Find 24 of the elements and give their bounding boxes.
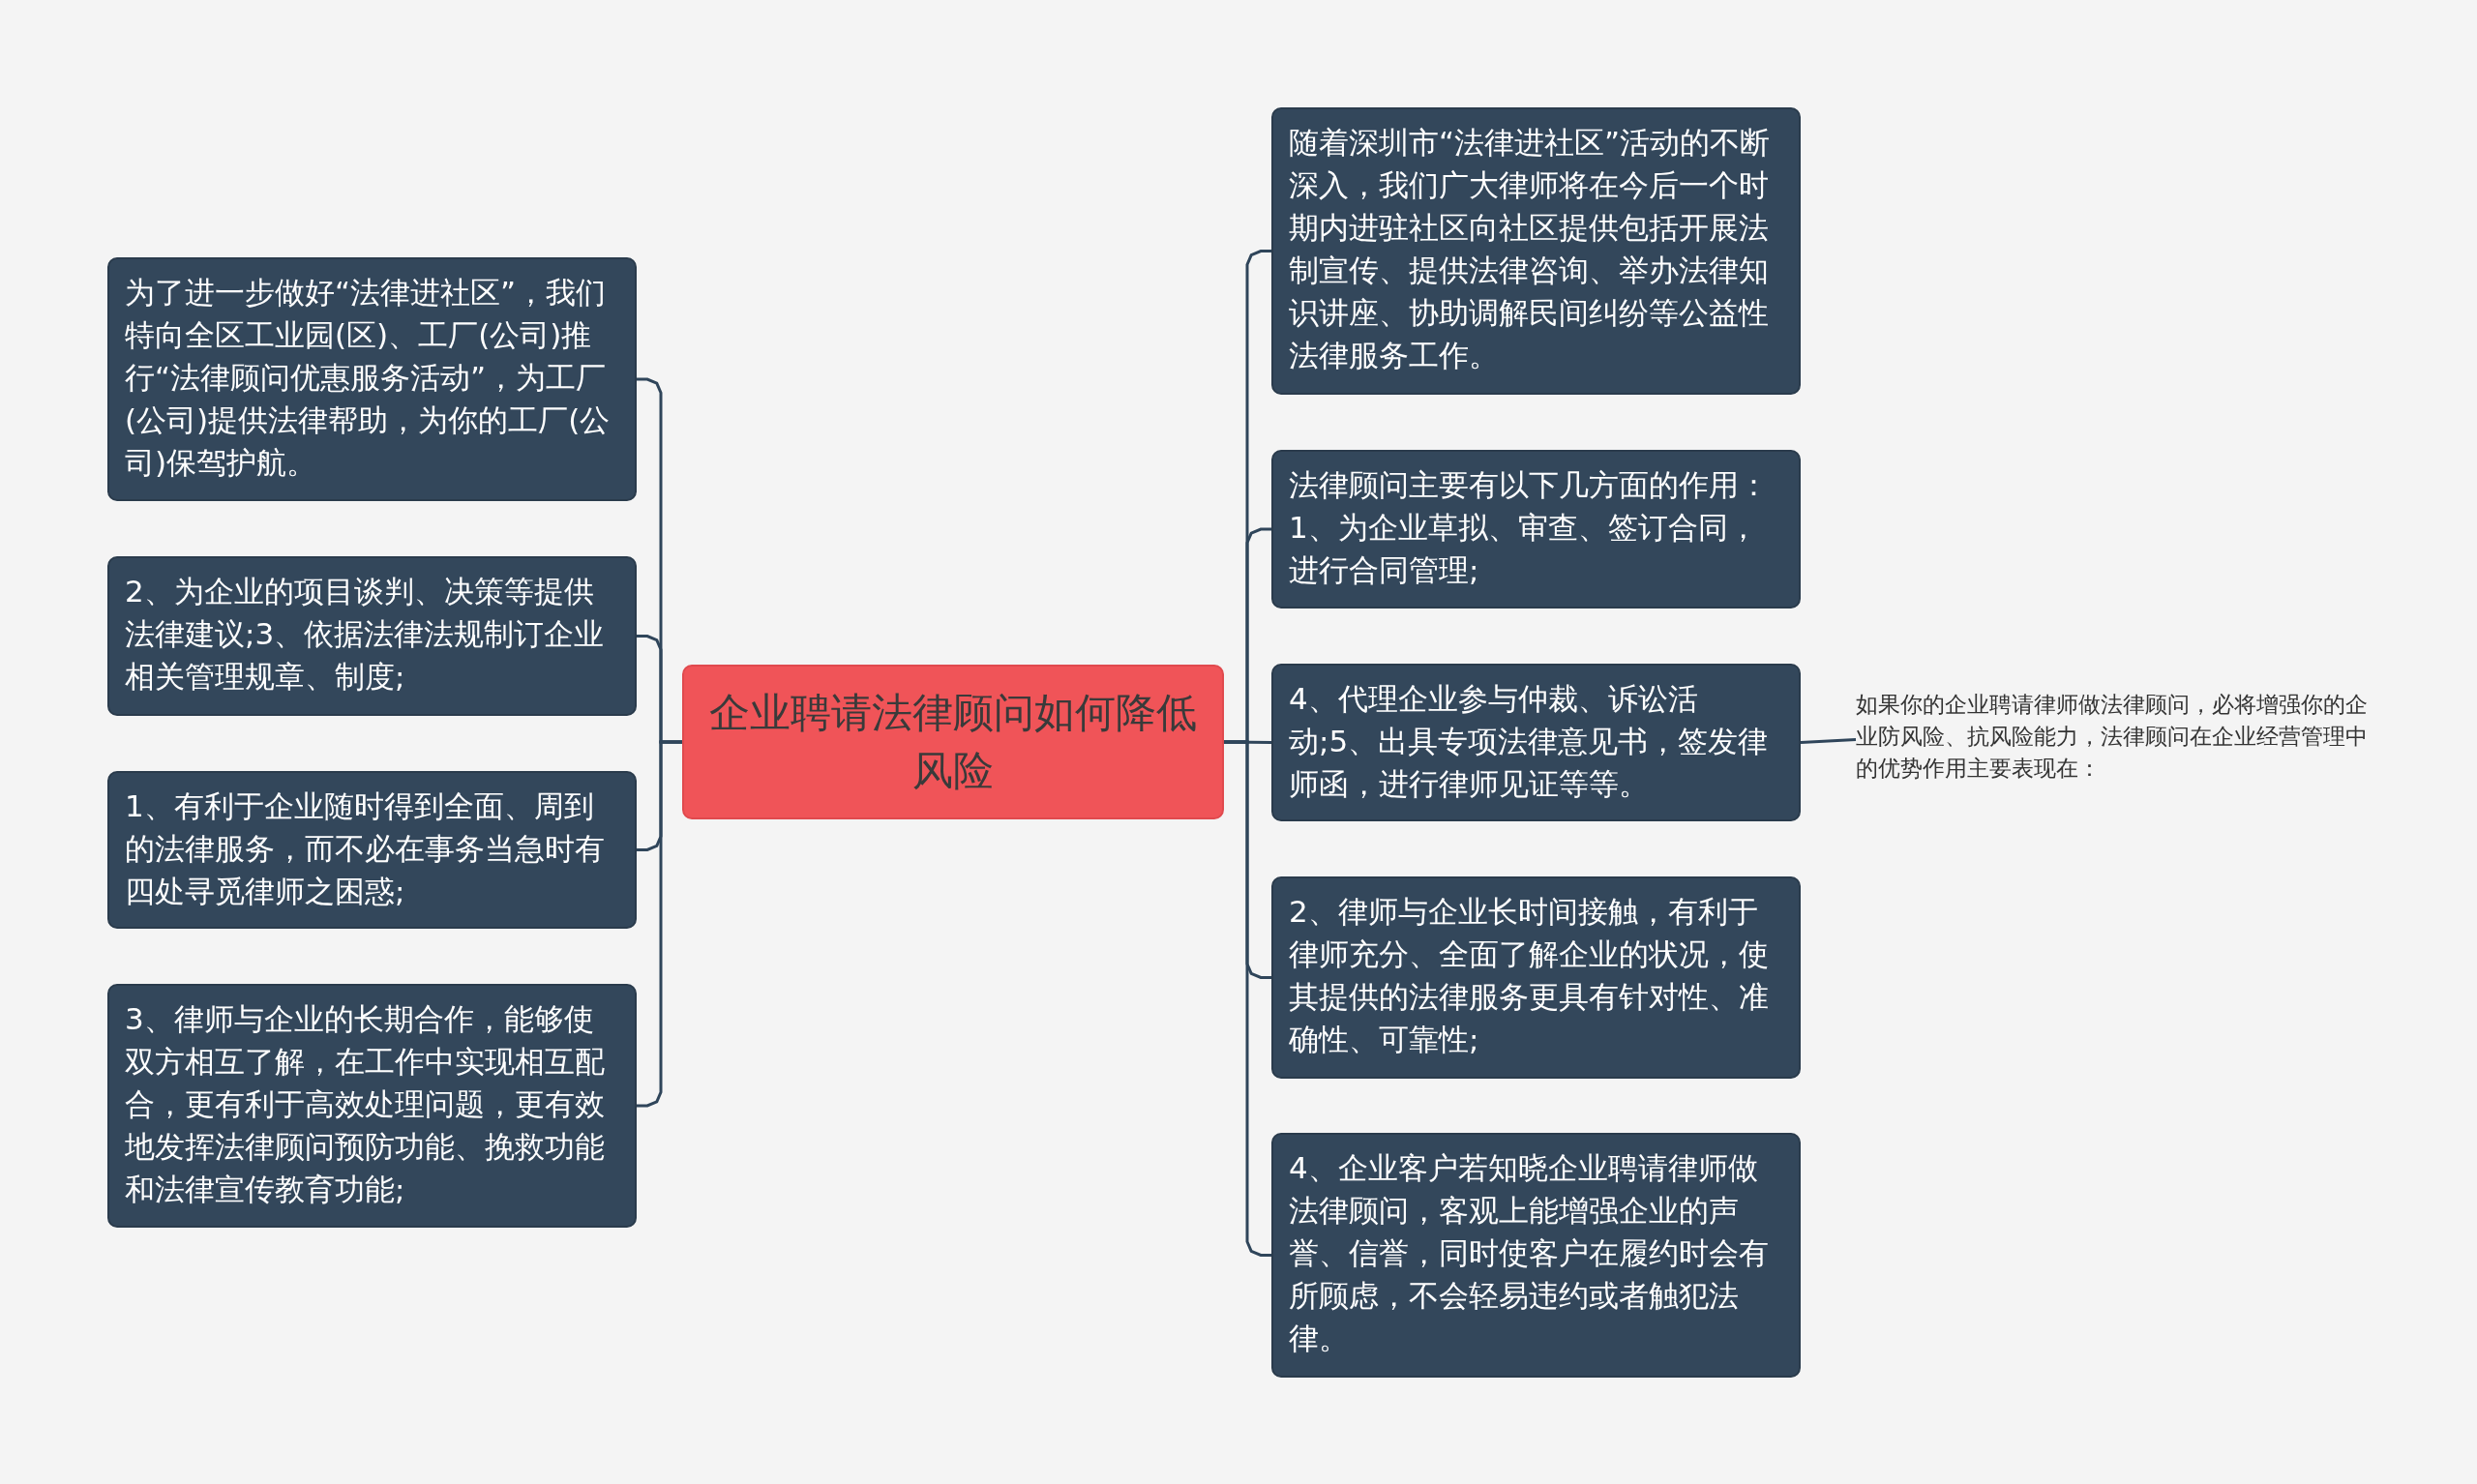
topic-text: 随着深圳市“法律进社区”活动的不断深入，我们广大律师将在今后一个时期内进驻社区向社区提供包括开展法制宣传、提供法律咨询、举办法律知识讲座、协助调解民间纠纷等公益性法律服务工作。 (1289, 124, 1772, 374)
topic-text: 1、有利于企业随时得到全面、周到的法律服务，而不必在事务当急时有四处寻觅律师之困惑; (125, 787, 606, 910)
topic-text: 2、律师与企业长时间接触，有利于律师充分、全面了解企业的状况，使其提供的法律服务更具有针对性、准确性、可靠性; (1289, 893, 1770, 1058)
topic-text: 4、代理企业参与仲裁、诉讼活动;5、出具专项法律意见书，签发律师函，进行律师见证等等。 (1289, 680, 1770, 803)
topic-box (107, 771, 637, 929)
topic-box (1271, 107, 1801, 395)
topic-box (1271, 876, 1801, 1079)
topic-box (107, 257, 637, 501)
note-text: 如果你的企业聘请律师做法律顾问，必将增强你的企业防风险、抗风险能力，法律顾问在企业经营管理中的优势作用主要表现在： (1856, 691, 2369, 783)
topic-text: 为了进一步做好“法律进社区”，我们特向全区工业园(区)、工厂(公司)推行“法律顾问优惠服务活动”，为工厂(公司)提供法律帮助，为你的工厂(公司)保驾护航。 (125, 274, 612, 482)
connector-line (637, 740, 682, 1108)
topic-box (1271, 664, 1801, 821)
connector-line (1800, 738, 1857, 744)
central-topic-box (682, 665, 1224, 819)
topic-box (107, 556, 637, 716)
topic-text: 法律顾问主要有以下几方面的作用：1、为企业草拟、审查、签订合同，进行合同管理; (1289, 466, 1770, 589)
connector-line (1224, 740, 1271, 1257)
topic-text: 3、律师与企业的长期合作，能够使双方相互了解，在工作中实现相互配合，更有利于高效处理问题，更有效地发挥法律顾问预防功能、挽救功能和法律宣传教育功能; (125, 1000, 606, 1208)
topic-text: 4、企业客户若知晓企业聘请律师做法律顾问，客观上能增强企业的声誉、信誉，同时使客户在履约时会有所顾虑，不会轻易违约或者触犯法律。 (1289, 1149, 1770, 1357)
topic-text: 2、为企业的项目谈判、决策等提供法律建议;3、依据法律法规制订企业相关管理规章、制度; (125, 573, 606, 696)
central-topic-text: 企业聘请法律顾问如何降低风险 (708, 688, 1198, 796)
topic-box (107, 984, 637, 1228)
topic-box (1271, 1133, 1801, 1378)
topic-box (1271, 450, 1801, 608)
